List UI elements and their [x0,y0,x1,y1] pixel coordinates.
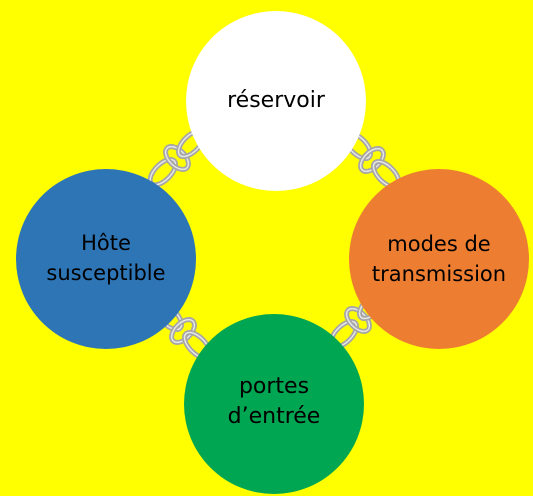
chain-link-icon [342,130,402,190]
host-circle [16,169,196,349]
entry-circle [184,314,364,494]
reservoir-circle [186,11,366,191]
transmission-circle [349,169,529,349]
